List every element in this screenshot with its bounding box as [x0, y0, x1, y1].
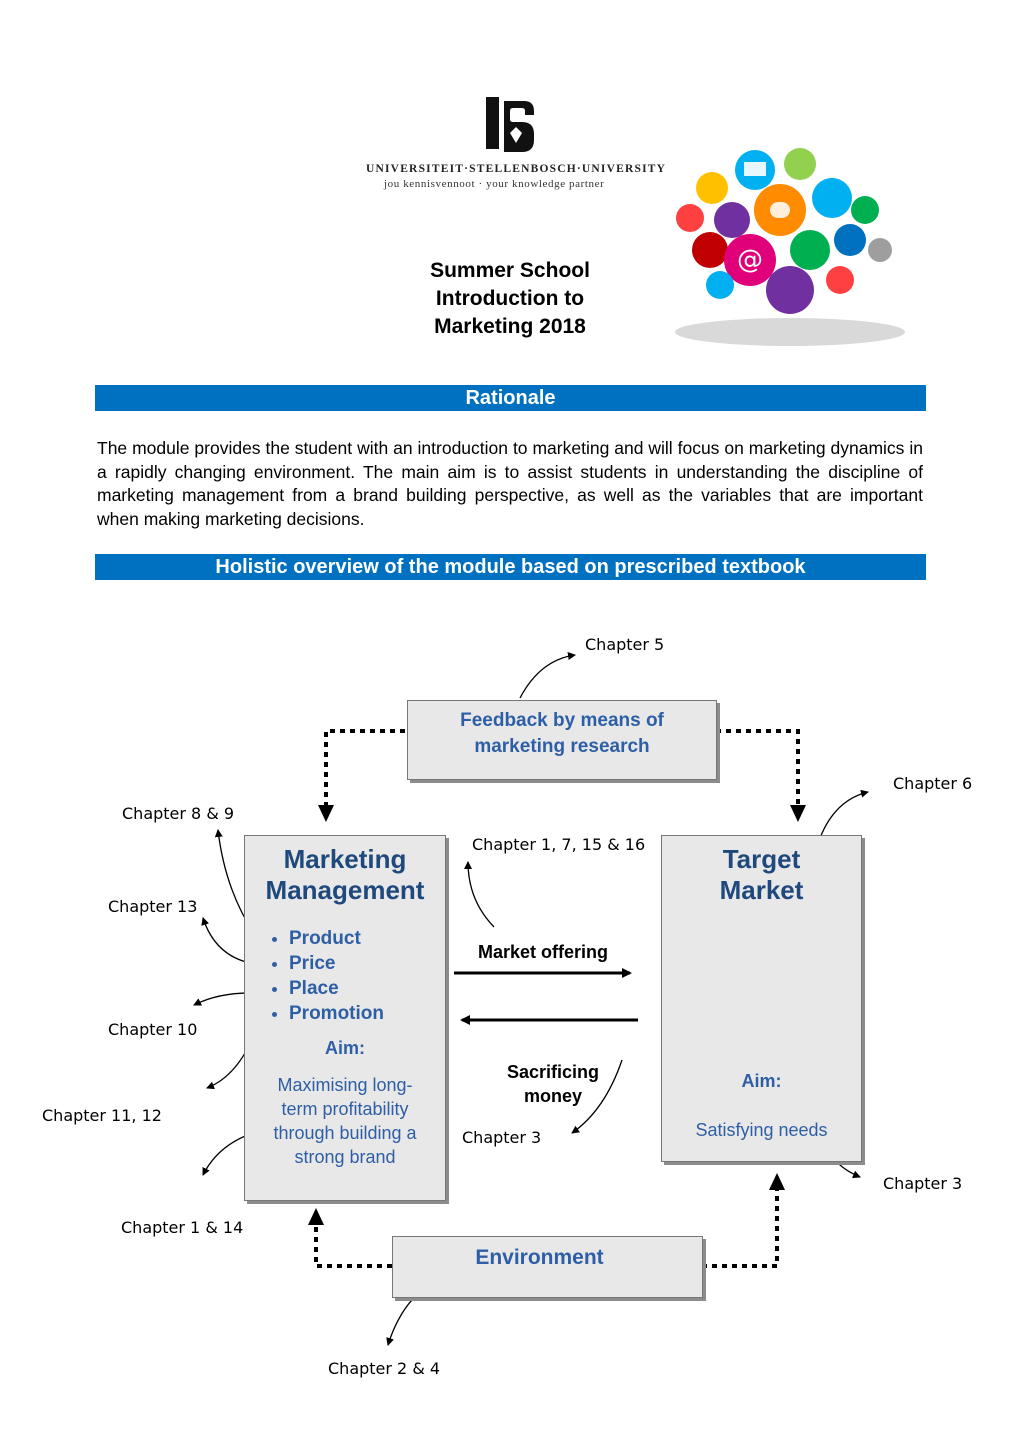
tm-aim-label: Aim: — [741, 1071, 782, 1091]
title-line-3: Marketing 2018 — [434, 315, 586, 338]
pointer-chapter-1-7-15-16 — [464, 861, 495, 928]
chapter-2-4-label: Chapter 2 & 4 — [328, 1359, 441, 1378]
market-offering-label: Market offering — [478, 942, 609, 962]
mm-aim-line-3: through building a — [273, 1123, 417, 1143]
env-to-mm-arrowhead — [308, 1208, 324, 1225]
mm-title-line-1: Marketing — [283, 844, 407, 874]
pointer-chapter-6 — [819, 789, 869, 839]
page-title: Summer School Introduction to Marketing … — [395, 257, 625, 341]
feedback-to-tm-connector — [716, 729, 800, 805]
env-to-tm-connector — [702, 1190, 779, 1268]
mm-aim-line-1: Maximising long- — [277, 1075, 413, 1095]
rationale-heading: Rationale — [95, 385, 926, 411]
chapter-5-label: Chapter 5 — [585, 635, 665, 654]
chapter-3-right-label: Chapter 3 — [883, 1174, 963, 1193]
feedback-line-2: marketing research — [474, 736, 650, 757]
chapter-11-12-label: Chapter 11, 12 — [42, 1106, 162, 1125]
mix-item-place: Place — [289, 978, 445, 999]
mix-item-price: Price — [289, 953, 445, 974]
feedback-box: Feedback by means of marketing research — [407, 700, 717, 780]
env-to-tm-arrowhead — [769, 1173, 785, 1190]
tm-aim-text: Satisfying needs — [695, 1120, 828, 1140]
environment-label: Environment — [475, 1246, 604, 1269]
tm-title-line-2: Market — [719, 875, 804, 905]
marketing-mix-list: Product Price Place Promotion — [245, 928, 445, 1024]
pointer-chapter-13 — [201, 917, 251, 964]
logo-tagline: jou kennisvennoot · your knowledge partn… — [384, 178, 605, 190]
sacrificing-money-label: Sacrificing money — [485, 1060, 621, 1108]
logo-name: UNIVERSITEIT·STELLENBOSCH·UNIVERSITY — [366, 163, 667, 175]
feedback-to-tm-arrowhead — [790, 805, 806, 822]
mm-aim-line-2: term profitability — [281, 1099, 409, 1119]
tm-title-line-1: Target — [722, 844, 801, 874]
pointer-chapter-5 — [519, 652, 576, 699]
mm-aim-line-4: strong brand — [294, 1147, 396, 1167]
feedback-to-mm-arrowhead — [318, 805, 334, 822]
chapter-10-label: Chapter 10 — [108, 1020, 198, 1039]
title-line-1: Summer School — [430, 259, 590, 282]
chapter-8-9-label: Chapter 8 & 9 — [122, 804, 235, 823]
environment-box: Environment — [392, 1236, 703, 1298]
chapter-6-label: Chapter 6 — [893, 774, 973, 793]
sacrificing-line-1: Sacrificing — [506, 1062, 600, 1082]
chapter-13-label: Chapter 13 — [108, 897, 198, 916]
chapter-1-14-label: Chapter 1 & 14 — [121, 1218, 244, 1237]
university-logo — [360, 95, 660, 195]
marketing-management-box: Marketing Management Product Price Place… — [244, 835, 446, 1201]
mm-aim-label: Aim: — [325, 1038, 365, 1058]
feedback-line-1: Feedback by means of — [460, 710, 664, 731]
chapter-1-7-15-16-label: Chapter 1, 7, 15 & 16 — [472, 835, 646, 854]
chapter-3-left-label: Chapter 3 — [462, 1128, 542, 1147]
mix-item-product: Product — [289, 928, 445, 949]
overview-heading: Holistic overview of the module based on… — [95, 554, 926, 580]
mix-item-promotion: Promotion — [289, 1003, 445, 1024]
sacrificing-line-2: money — [523, 1086, 583, 1106]
pointer-chapter-3-left — [571, 1059, 623, 1134]
env-to-mm-connector — [314, 1225, 392, 1268]
svg-text:@: @ — [737, 245, 763, 275]
social-media-cloud-image: @ — [660, 140, 920, 350]
rationale-paragraph: The module provides the student with an … — [97, 438, 923, 529]
feedback-to-mm-connector — [324, 729, 405, 805]
target-market-box: Target Market Aim: Satisfying needs — [661, 835, 862, 1162]
logo-emblem — [486, 97, 534, 152]
title-line-2: Introduction to — [435, 287, 585, 310]
mm-title-line-2: Management — [265, 875, 425, 905]
